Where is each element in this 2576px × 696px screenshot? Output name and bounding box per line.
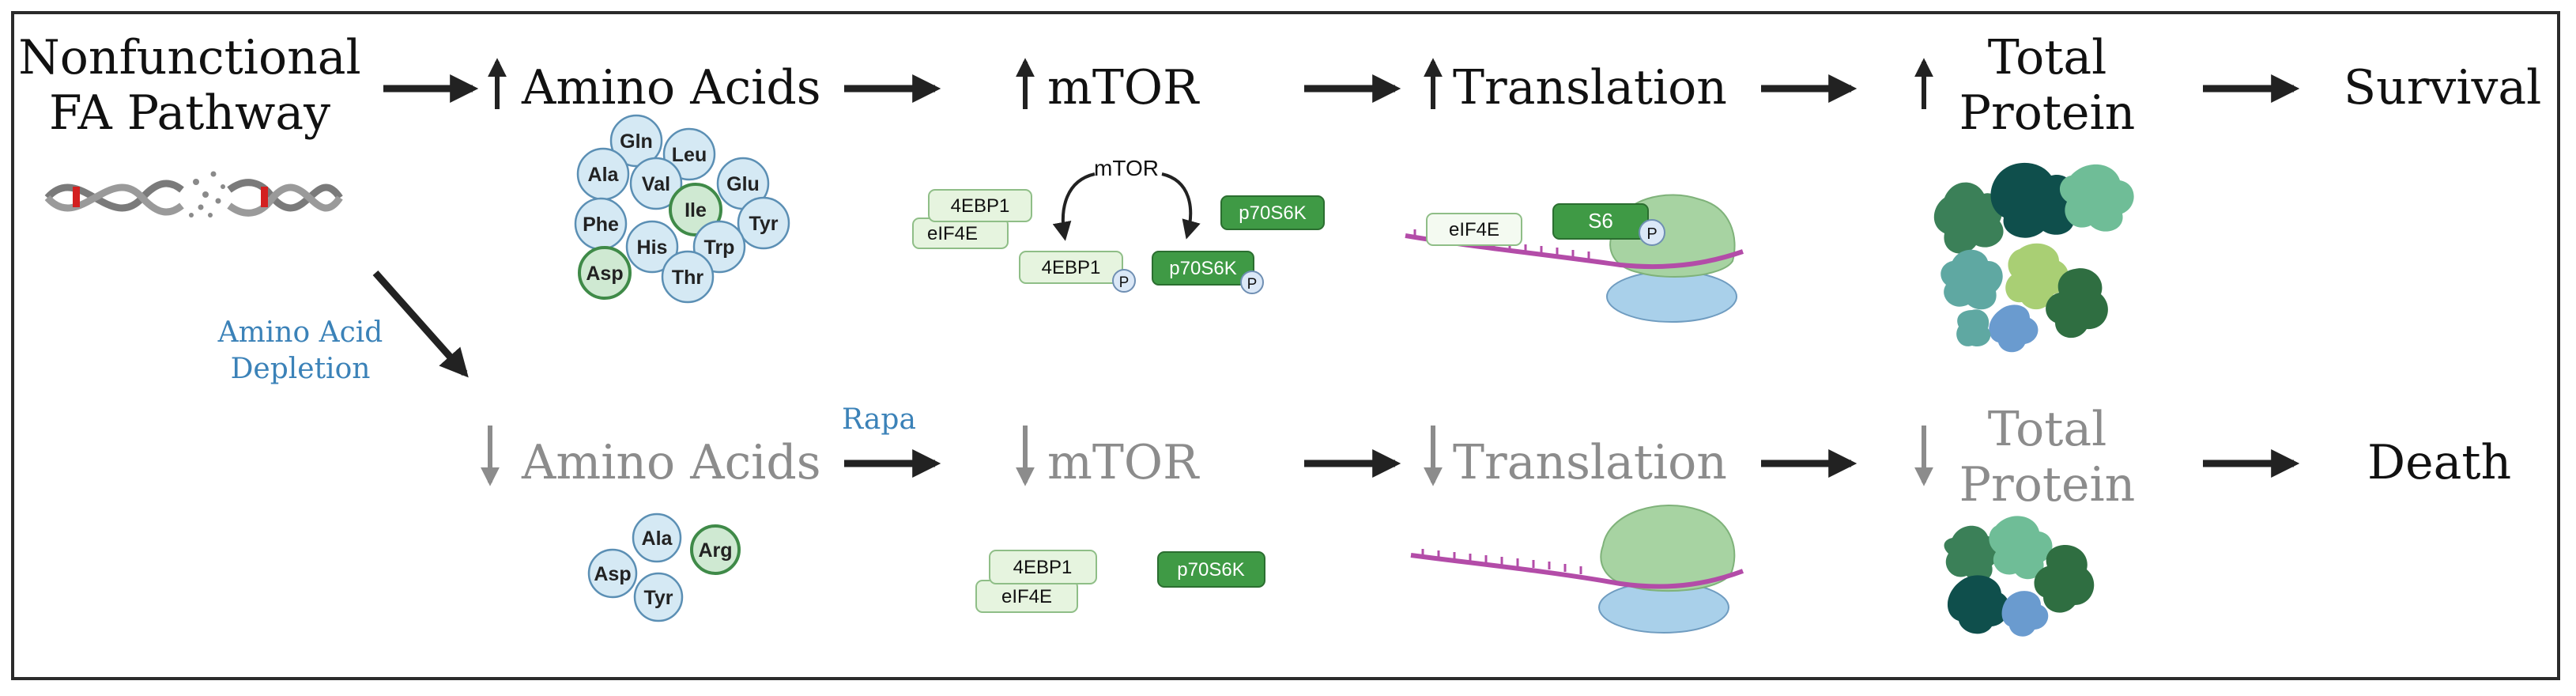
protein-cluster-bottom xyxy=(1944,516,2095,637)
amino-acid-label: Glu xyxy=(726,173,760,195)
amino-acid-label: Asp xyxy=(586,263,623,285)
fa-pathway-line-1: Nonfunctional xyxy=(18,30,361,85)
amino-acid-bubble-tyr xyxy=(633,572,684,622)
outcome-death-label: Death xyxy=(2367,435,2512,490)
phospho-label: P xyxy=(1247,276,1258,293)
amino-acid-bubble-val xyxy=(629,157,683,210)
p70s6k-box xyxy=(1220,195,1325,230)
fa-pathway-label: Nonfunctional FA Pathway xyxy=(16,30,364,141)
amino-acid-label: Tyr xyxy=(749,213,778,235)
bottom-total-protein-line-1: Total xyxy=(1987,402,2107,457)
amino-acid-bubble-gln xyxy=(609,114,663,168)
mtor-curved-arrow-left xyxy=(1052,172,1096,241)
p70s6k-phospho-box xyxy=(1152,251,1254,286)
amino-acid-bubble-tyr xyxy=(737,196,790,250)
amino-acid-label: Gln xyxy=(620,130,653,153)
amino-acid-bubble-his xyxy=(625,220,679,274)
protein-cluster-top xyxy=(1933,162,2134,353)
outcome-survival-label: Survival xyxy=(2344,60,2542,115)
eif4e-label: eIF4E xyxy=(1449,219,1499,240)
amino-acid-label: Ala xyxy=(588,164,620,186)
phospho-label: P xyxy=(1646,225,1657,243)
mtor-curved-arrow-right xyxy=(1161,172,1201,240)
bottom-amino-acids-label: Amino Acids xyxy=(522,435,821,490)
amino-acid-label: Thr xyxy=(672,267,704,289)
p70s6k-phospho-label: p70S6K xyxy=(1169,258,1236,279)
eif4e-box xyxy=(1426,213,1522,246)
top-translation-label: Translation xyxy=(1453,60,1727,115)
4ebp1-label: 4EBP1 xyxy=(951,195,1010,217)
4ebp1-phospho-label: 4EBP1 xyxy=(1042,257,1101,278)
amino-acid-bubble-leu xyxy=(662,127,716,181)
bottom-total-protein-line-2: Protein xyxy=(1959,457,2136,513)
p70s6k-box xyxy=(1157,551,1265,588)
phospho-icon xyxy=(1112,269,1136,293)
amino-acid-label: Trp xyxy=(704,236,735,259)
amino-acid-bubble-arg xyxy=(690,524,741,575)
depletion-line-2: Depletion xyxy=(230,353,371,385)
amino-acid-bubble-ile xyxy=(669,183,722,236)
mutation-mark-2 xyxy=(261,187,268,207)
mutation-mark-1 xyxy=(73,187,80,207)
amino-acid-bubble-thr xyxy=(661,250,715,304)
4ebp1-box xyxy=(928,189,1032,222)
amino-acid-label: Tyr xyxy=(643,587,673,609)
bottom-translation-label: Translation xyxy=(1453,435,1727,490)
amino-acid-label: Asp xyxy=(594,563,631,585)
4ebp1-box xyxy=(989,550,1097,584)
bottom-total-protein-label: Total Protein xyxy=(1929,402,2166,513)
p70s6k-label: p70S6K xyxy=(1239,202,1306,224)
phospho-icon xyxy=(1240,270,1264,294)
mtor-signaling-top: mTOR 4EBP1 eIF4E 4EBP1 P p70S6K p70S6K P xyxy=(912,156,1325,294)
amino-acid-label: His xyxy=(637,236,668,259)
mtor-kinase-label: mTOR xyxy=(1094,156,1159,180)
4ebp1-label: 4EBP1 xyxy=(1013,557,1073,578)
dna-helix-icon xyxy=(44,171,343,218)
top-total-protein-label: Total Protein xyxy=(1929,30,2166,141)
mrna-strand xyxy=(1410,553,1744,589)
amino-acid-label: Val xyxy=(642,173,670,195)
bottom-mtor-label: mTOR xyxy=(1047,435,1199,490)
top-mtor-label: mTOR xyxy=(1047,60,1199,115)
amino-acid-label: Phe xyxy=(583,214,619,236)
amino-acid-label: Ile xyxy=(685,199,707,221)
top-amino-acids-label: Amino Acids xyxy=(522,60,821,115)
amino-acid-bubble-ala xyxy=(632,513,682,563)
figure-border xyxy=(11,11,2560,680)
amino-acid-label: Arg xyxy=(698,539,732,562)
ribosome-bottom xyxy=(1410,504,1744,634)
amino-acid-bubble-asp xyxy=(587,548,638,599)
phospho-label: P xyxy=(1119,274,1130,291)
eif4e-label: eIF4E xyxy=(1001,586,1052,607)
depletion-line-1: Amino Acid xyxy=(217,316,383,349)
depletion-label: Amino Acid Depletion xyxy=(213,315,387,388)
s6-label: S6 xyxy=(1588,209,1613,233)
ribosome-top: eIF4E S6 P xyxy=(1405,194,1744,323)
amino-acid-bubble-asp xyxy=(578,246,632,300)
fa-pathway-line-2: FA Pathway xyxy=(48,85,331,141)
top-total-protein-line-2: Protein xyxy=(1959,85,2136,141)
mtor-signaling-bottom: eIF4E 4EBP1 p70S6K xyxy=(975,550,1265,613)
p70s6k-label: p70S6K xyxy=(1177,559,1244,581)
amino-acid-label: Ala xyxy=(642,528,673,550)
amino-acid-label: Leu xyxy=(672,144,707,166)
arrow-depletion xyxy=(372,270,469,378)
eif4e-label: eIF4E xyxy=(927,223,978,244)
top-total-protein-line-1: Total xyxy=(1987,30,2107,85)
4ebp1-phospho-box xyxy=(1019,251,1123,284)
phospho-icon xyxy=(1639,219,1665,246)
rapamycin-label: Rapa xyxy=(842,403,916,436)
